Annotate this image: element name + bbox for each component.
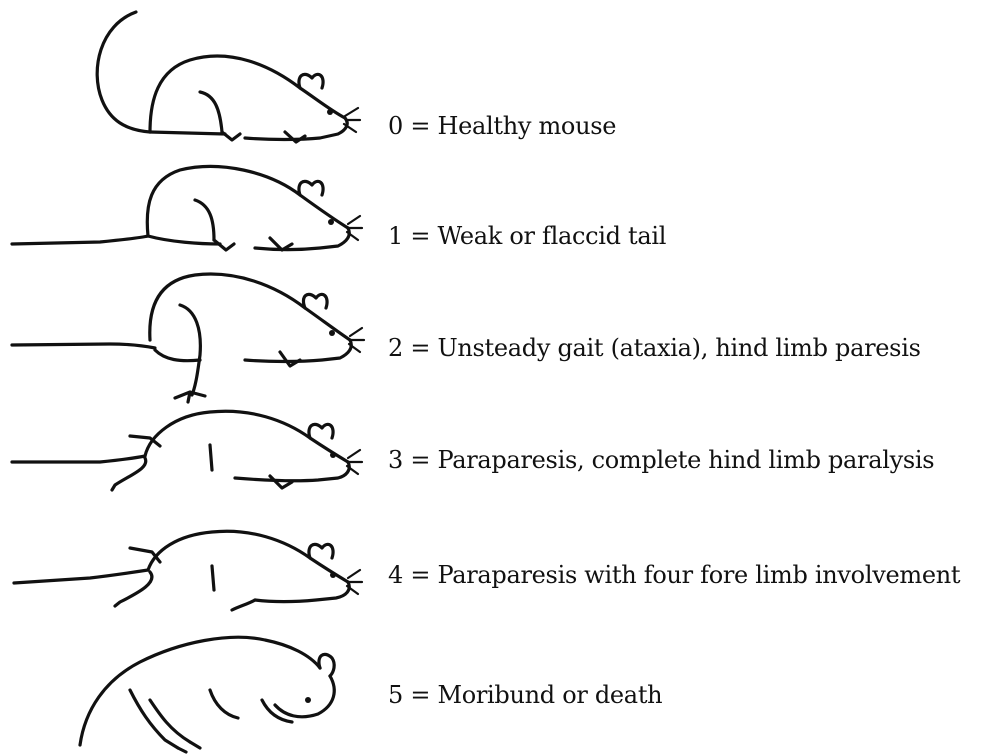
- score-3-number: 3: [388, 446, 403, 474]
- score-2-description: Unsteady gait (ataxia), hind limb paresi…: [437, 334, 920, 362]
- score-4-number: 4: [388, 561, 403, 589]
- score-3-label: 3 = Paraparesis, complete hind limb para…: [388, 445, 934, 475]
- score-4-description: Paraparesis with four fore limb involvem…: [437, 561, 960, 589]
- score-0-description: Healthy mouse: [437, 112, 616, 140]
- score-3-description: Paraparesis, complete hind limb paralysi…: [437, 446, 934, 474]
- score-0-number: 0: [388, 112, 403, 140]
- score-2-label: 2 = Unsteady gait (ataxia), hind limb pa…: [388, 333, 921, 363]
- score-1-description: Weak or flaccid tail: [437, 222, 666, 250]
- score-1-number: 1: [388, 222, 403, 250]
- score-0-label: 0 = Healthy mouse: [388, 111, 616, 141]
- score-5-label: 5 = Moribund or death: [388, 680, 662, 710]
- score-2-number: 2: [388, 334, 403, 362]
- score-5-number: 5: [388, 681, 403, 709]
- score-1-label: 1 = Weak or flaccid tail: [388, 221, 666, 251]
- score-4-label: 4 = Paraparesis with four fore limb invo…: [388, 560, 960, 590]
- score-5-description: Moribund or death: [437, 681, 662, 709]
